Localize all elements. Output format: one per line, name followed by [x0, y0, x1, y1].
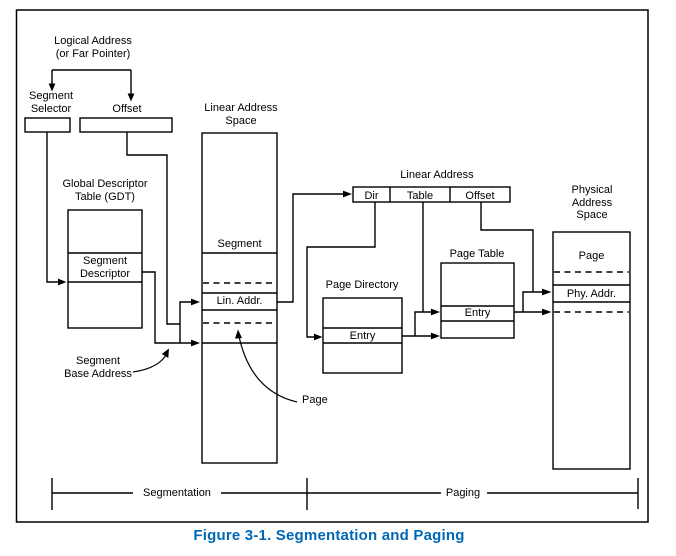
page-table-box: [440, 262, 515, 339]
arrow-into-dir-field: [343, 190, 352, 198]
pt-entry-label: Entry: [464, 307, 491, 319]
logical-address-split-line: [51, 69, 132, 94]
physical-address-space-box: [552, 231, 631, 470]
offset-to-linaddr-line: [126, 132, 191, 343]
internal-lines: [68, 187, 630, 344]
arrow-into-page-base: [542, 308, 552, 316]
arrow-down-to-offset: [127, 93, 135, 102]
table-field: Table: [406, 189, 434, 202]
lin-addr-label: Lin. Addr.: [216, 295, 263, 307]
segment-descriptor-label: Segment Descriptor: [79, 255, 131, 280]
page-leader-label: Page: [302, 394, 328, 406]
linear-address-space-label: Linear Address Space: [204, 102, 278, 127]
descriptor-to-base-line: [142, 271, 191, 344]
linear-address-space-box: [201, 132, 278, 464]
dir-field: Dir: [364, 189, 379, 202]
page-label: Page: [578, 250, 605, 262]
dir-to-pagedir-line: [306, 202, 376, 338]
offset-label: Offset: [112, 103, 142, 115]
logical-address-line1: Logical Address: [54, 35, 132, 47]
physical-address-space-label: Physical Address Space: [571, 184, 613, 221]
arrow-into-lin-addr: [191, 298, 200, 306]
arrow-down-to-segment-selector: [48, 83, 56, 92]
logical-address-line2: (or Far Pointer): [55, 47, 131, 60]
offset-box: [79, 117, 173, 133]
segment-label: Segment: [217, 238, 262, 250]
segment-selector-box: [24, 117, 71, 133]
figure-border: [15, 9, 649, 523]
linear-address-box: [352, 186, 511, 203]
offset-and-ptentry-to-physical-lines: [480, 202, 542, 313]
page-leader-curve: [237, 333, 298, 403]
arrow-segment-base-leader: [161, 348, 169, 358]
paging-label: Paging: [445, 487, 481, 499]
table-and-pdentry-to-pagetable-lines: [402, 202, 431, 337]
arrow-into-pt-entry: [431, 308, 440, 316]
arrow-into-pd-entry: [314, 333, 323, 341]
pd-entry-label: Entry: [349, 329, 376, 342]
arrow-into-pt-base: [431, 332, 440, 340]
connectors: [46, 69, 542, 403]
linear-address-label: Linear Address: [400, 169, 474, 181]
dashed-lines: [203, 271, 629, 324]
phy-addr-label: Phy. Addr.: [566, 288, 617, 300]
selector-to-gdt-line: [46, 132, 58, 283]
segment-base-address-label: Segment Base Address: [64, 355, 132, 380]
arrow-into-segment-base: [191, 339, 200, 347]
gdt-box: [67, 209, 143, 329]
bracket-ticks: [51, 478, 639, 510]
page-directory-label: Page Directory: [325, 279, 399, 291]
figure-caption: Figure 3-1. Segmentation and Paging: [193, 527, 465, 544]
gdt-label: Global Descriptor Table (GDT): [62, 178, 148, 203]
offset-field: Offset: [465, 189, 495, 202]
segmentation-label: Segmentation: [143, 487, 211, 499]
segment-selector-label: Segment Selector: [28, 90, 74, 115]
logical-address-label: Logical Address (or Far Pointer): [33, 35, 153, 60]
section-brackets: [51, 478, 639, 510]
page-table-label: Page Table: [449, 248, 505, 260]
arrow-page-leader: [235, 329, 242, 339]
linaddr-to-dir-line: [277, 193, 343, 303]
arrowheads: [48, 83, 552, 358]
arrow-into-phy-addr: [542, 288, 552, 296]
arrow-into-gdt: [58, 278, 67, 286]
boxes: [24, 117, 631, 470]
